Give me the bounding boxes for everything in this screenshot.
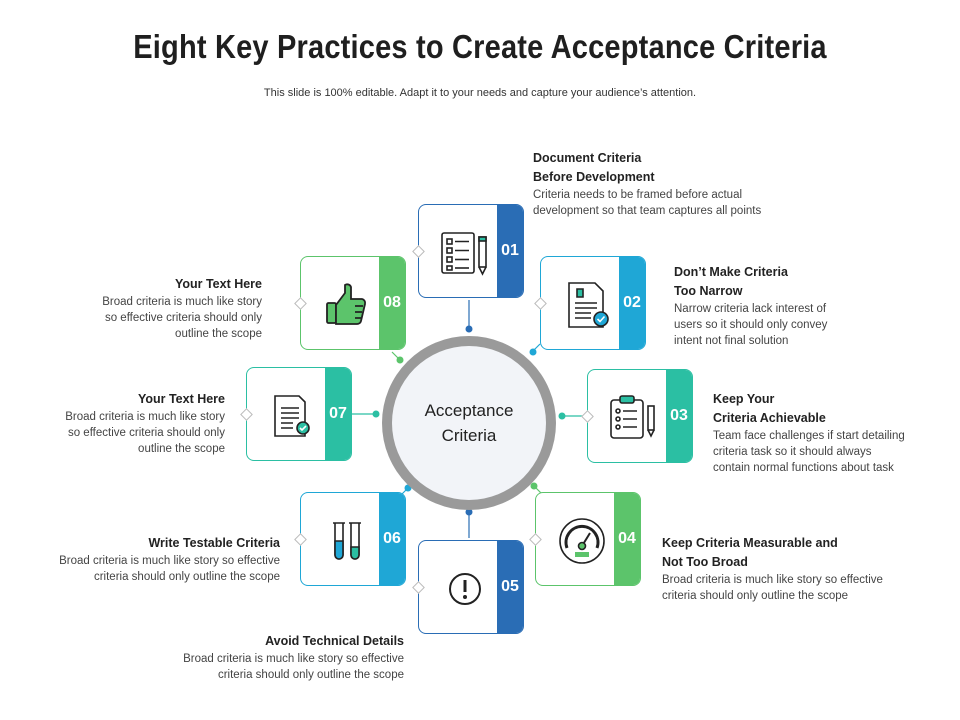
center-line-1: Acceptance [424,401,514,420]
item-body: criteria task so it should always [713,446,872,458]
page-subtitle: This slide is 100% editable. Adapt it to… [263,87,697,99]
card-number: 06 [379,493,405,585]
clipboard-icon [608,392,660,444]
test-tubes-icon [321,515,373,567]
item-body: so effective criteria should only [67,427,225,439]
connector-dot [396,356,404,364]
item-text-02: Don’t Make Criteria Too Narrow Narrow cr… [674,263,904,349]
item-body: Team face challenges if start detailing [713,430,905,442]
item-body: criteria should only outline the scope [93,571,280,583]
item-body: Broad criteria is much like story so eff… [183,653,404,665]
item-text-03: Keep Your Criteria Achievable Team face … [713,390,953,476]
card-05: 05 [418,540,524,634]
checklist-document-icon [439,227,491,279]
item-text-05: Avoid Technical Details Broad criteria i… [124,632,404,683]
item-body: Broad criteria is much like story so eff… [662,574,883,586]
card-number: 08 [379,257,405,349]
item-body: Narrow criteria lack interest of [674,303,827,315]
connector-dot [529,348,537,356]
item-text-07: Your Text Here Broad criteria is much li… [20,390,225,457]
item-body: outline the scope [138,443,225,455]
card-01: 01 [418,204,524,298]
item-heading: Avoid Technical Details [265,634,404,648]
item-heading: Too Narrow [674,284,743,298]
item-body: criteria should only outline the scope [662,590,849,602]
item-body: Broad criteria is much like story [65,411,225,423]
item-text-01: Document Criteria Before Development Cri… [533,149,813,219]
warning-icon [439,563,491,615]
card-02: 02 [540,256,646,350]
item-text-06: Write Testable Criteria Broad criteria i… [8,534,280,585]
card-number: 01 [497,205,523,297]
item-body: Broad criteria is much like story [102,296,262,308]
item-body: criteria should only outline the scope [217,669,404,681]
item-heading: Your Text Here [137,392,225,406]
card-number: 05 [497,541,523,633]
thumbs-up-icon [321,279,373,331]
approved-document-icon [561,279,613,331]
item-heading: Keep Criteria Measurable and [662,536,838,550]
item-body: Criteria needs to be framed before actua… [533,189,743,201]
item-body: outline the scope [175,328,262,340]
item-body: users so it should only convey [674,319,828,331]
item-heading: Before Development [533,170,655,184]
card-number: 04 [614,493,640,585]
item-text-04: Keep Criteria Measurable and Not Too Bro… [662,534,932,604]
item-heading: Criteria Achievable [713,411,826,425]
card-06: 06 [300,492,406,586]
item-body: so effective criteria should only [104,312,262,324]
connector-dot [465,508,473,516]
connector-dot [465,325,473,333]
connector-dot [530,482,538,490]
item-text-08: Your Text Here Broad criteria is much li… [60,275,262,342]
item-heading: Keep Your [713,392,775,406]
connector-dot [558,412,566,420]
card-07: 07 [246,367,352,461]
item-heading: Your Text Here [174,277,262,291]
card-number: 07 [325,368,351,460]
center-circle: Acceptance Criteria [382,336,556,510]
item-heading: Not Too Broad [662,555,748,569]
page-title: Eight Key Practices to Create Acceptance… [133,28,827,65]
verified-document-icon [267,390,319,442]
card-08: 08 [300,256,406,350]
card-number: 02 [619,257,645,349]
item-heading: Don’t Make Criteria [674,265,788,279]
card-04: 04 [535,492,641,586]
card-number: 03 [666,370,692,462]
center-line-2: Criteria [441,426,497,445]
item-body: development so that team captures all po… [533,205,762,217]
item-body: contain normal functions about task [713,462,894,474]
center-label: Acceptance Criteria [392,346,546,500]
card-03: 03 [587,369,693,463]
gauge-icon [556,515,608,567]
item-body: Broad criteria is much like story so eff… [59,555,280,567]
item-heading: Document Criteria [533,151,642,165]
connector-dot [372,410,380,418]
item-heading: Write Testable Criteria [148,536,280,550]
item-body: intent not final solution [674,335,789,347]
